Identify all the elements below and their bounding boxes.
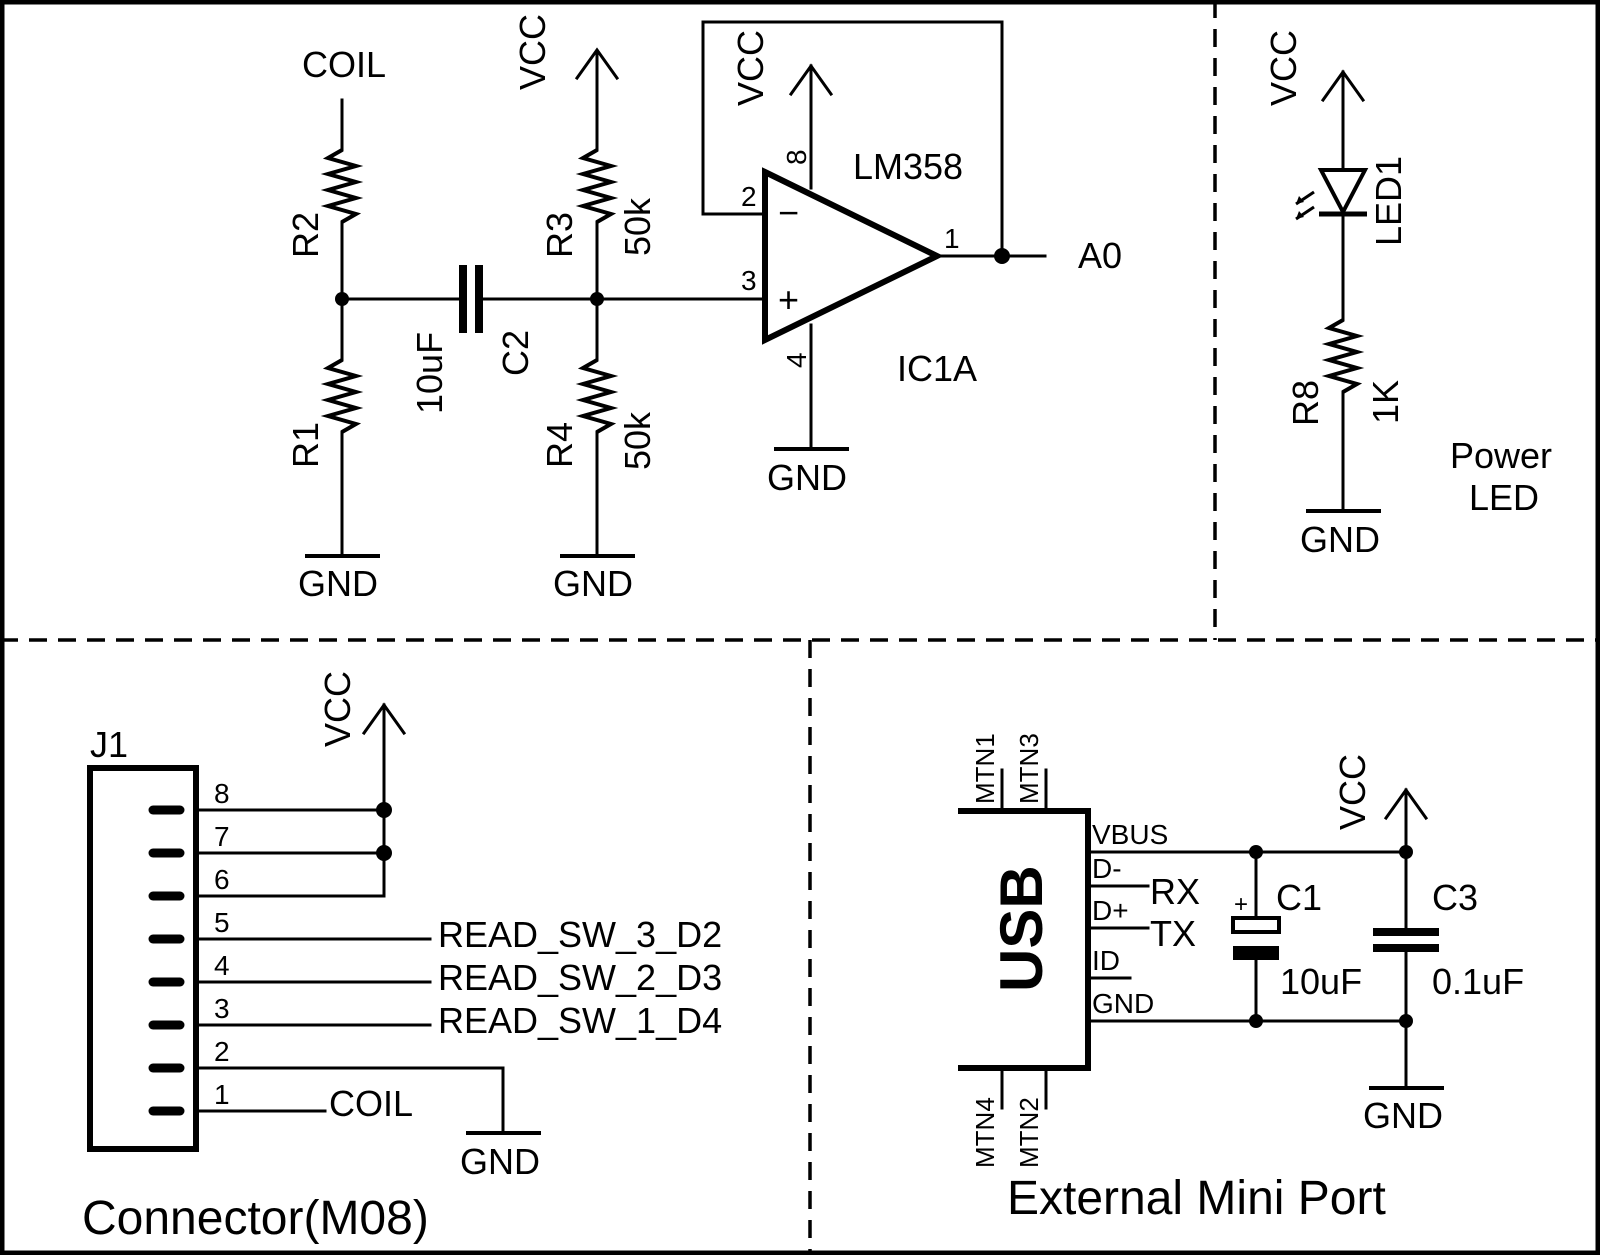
junction-pin-7: [376, 845, 392, 861]
c3-value: 0.1uF: [1432, 961, 1524, 1002]
vcc-label-opamp: VCC: [730, 30, 771, 106]
c2-value: 10uF: [409, 332, 450, 414]
connector-pin-number: 2: [214, 1036, 230, 1067]
connector-section: J1 8 7 6 5 4 3 2 1 VCC READ_SW_3_D2 R: [82, 671, 722, 1245]
usb-label: USB: [988, 865, 1055, 992]
c1-ref: C1: [1276, 877, 1322, 918]
r8-value: 1K: [1365, 380, 1406, 424]
opamp-lm358: [762, 167, 944, 345]
dminus-pin-label: D-: [1092, 853, 1122, 884]
amplifier-section: COIL R2 10uF C2 R1 GND VCC R3 50k: [285, 14, 1122, 604]
rx-net-label: RX: [1150, 871, 1200, 912]
opamp-part-label: LM358: [853, 146, 963, 187]
net-label-sw3: READ_SW_3_D2: [438, 914, 722, 955]
r4-value: 50k: [617, 411, 658, 470]
opamp-pin-2: 2: [741, 181, 757, 212]
mtn2-label: MTN2: [1014, 1097, 1044, 1168]
vbus-pin-label: VBUS: [1092, 819, 1168, 850]
vcc-label-connector: VCC: [317, 671, 358, 747]
mtn4-label: MTN4: [970, 1097, 1000, 1168]
coil-net-label: COIL: [302, 44, 386, 85]
usb-section: USB MTN1 MTN3 MTN4 MTN2 VBUS D- RX D+ TX…: [958, 733, 1524, 1225]
connector-pin-number: 8: [214, 778, 230, 809]
tx-net-label: TX: [1150, 913, 1196, 954]
usb-section-title: External Mini Port: [1007, 1172, 1386, 1225]
resistor-r2: [320, 148, 364, 224]
connector-ref: J1: [90, 724, 128, 765]
r4-ref: R4: [539, 422, 580, 468]
connector-pin-number: 5: [214, 907, 230, 938]
vcc-arrow-led: [1320, 69, 1366, 103]
vcc-label-r3: VCC: [512, 14, 553, 90]
a0-net-label: A0: [1078, 235, 1122, 276]
vcc-arrow-r3: [574, 47, 620, 81]
id-pin-label: ID: [1092, 945, 1120, 976]
r2-ref: R2: [285, 212, 326, 258]
vcc-arrow-usb: [1383, 787, 1429, 821]
gnd-label-r4: GND: [553, 563, 633, 604]
usb-connector-body: [958, 808, 1091, 1071]
opamp-pin-8: 8: [781, 149, 812, 165]
gnd-label-led: GND: [1300, 519, 1380, 560]
gnd-label-r1: GND: [298, 563, 378, 604]
connector-j1-body: [87, 765, 199, 1152]
led-emission-icon: [1295, 190, 1315, 221]
led-diode: [1317, 168, 1369, 217]
c3-ref: C3: [1432, 877, 1478, 918]
mtn3-label: MTN3: [1014, 733, 1044, 804]
r3-value: 50k: [617, 197, 658, 256]
power-led-title-line2: LED: [1469, 477, 1539, 518]
net-label-sw2: READ_SW_2_D3: [438, 957, 722, 998]
capacitor-c1-negative-plate: [1233, 946, 1279, 960]
gnd-label-connector: GND: [460, 1141, 540, 1182]
connector-pin-number: 3: [214, 993, 230, 1024]
connector-pin-number: 1: [214, 1079, 230, 1110]
resistor-r8: [1321, 318, 1365, 394]
mtn1-label: MTN1: [970, 733, 1000, 804]
connector-pin-number: 6: [214, 864, 230, 895]
c2-ref: C2: [495, 330, 536, 376]
opamp-pin-1: 1: [944, 223, 960, 254]
r8-ref: R8: [1285, 380, 1326, 426]
resistor-r3: [575, 148, 619, 224]
gnd-pin-label: GND: [1092, 988, 1154, 1019]
vcc-arrow-opamp: [788, 63, 834, 97]
connector-section-title: Connector(M08): [82, 1192, 429, 1245]
junction-opamp-output: [994, 248, 1010, 264]
r1-ref: R1: [285, 422, 326, 468]
resistor-r1: [320, 358, 364, 434]
vcc-label-led: VCC: [1263, 30, 1304, 106]
power-led-title-line1: Power: [1450, 435, 1552, 476]
opamp-ref-label: IC1A: [897, 348, 977, 389]
led-ref: LED1: [1368, 156, 1409, 246]
power-led-section: VCC LED1 R8 1K GND Power LED: [1263, 30, 1552, 560]
vcc-arrow-connector: [361, 702, 407, 736]
net-label-sw1: READ_SW_1_D4: [438, 1000, 722, 1041]
gnd-label-usb: GND: [1363, 1095, 1443, 1136]
opamp-pin-3: 3: [741, 265, 757, 296]
coil-net-label-connector: COIL: [329, 1083, 413, 1124]
opamp-minus-sign: −: [778, 192, 799, 233]
connector-pin-number: 7: [214, 821, 230, 852]
resistor-r4: [575, 358, 619, 434]
opamp-pin-4: 4: [781, 352, 812, 368]
dplus-pin-label: D+: [1092, 895, 1129, 926]
gnd-label-opamp: GND: [767, 457, 847, 498]
c1-polarity-mark: +: [1234, 891, 1248, 918]
c1-value: 10uF: [1280, 961, 1362, 1002]
connector-pin-number: 4: [214, 950, 230, 981]
vcc-label-usb: VCC: [1332, 754, 1373, 830]
capacitor-c1-positive-plate: [1231, 916, 1281, 934]
opamp-plus-sign: +: [778, 279, 799, 320]
r3-ref: R3: [539, 212, 580, 258]
